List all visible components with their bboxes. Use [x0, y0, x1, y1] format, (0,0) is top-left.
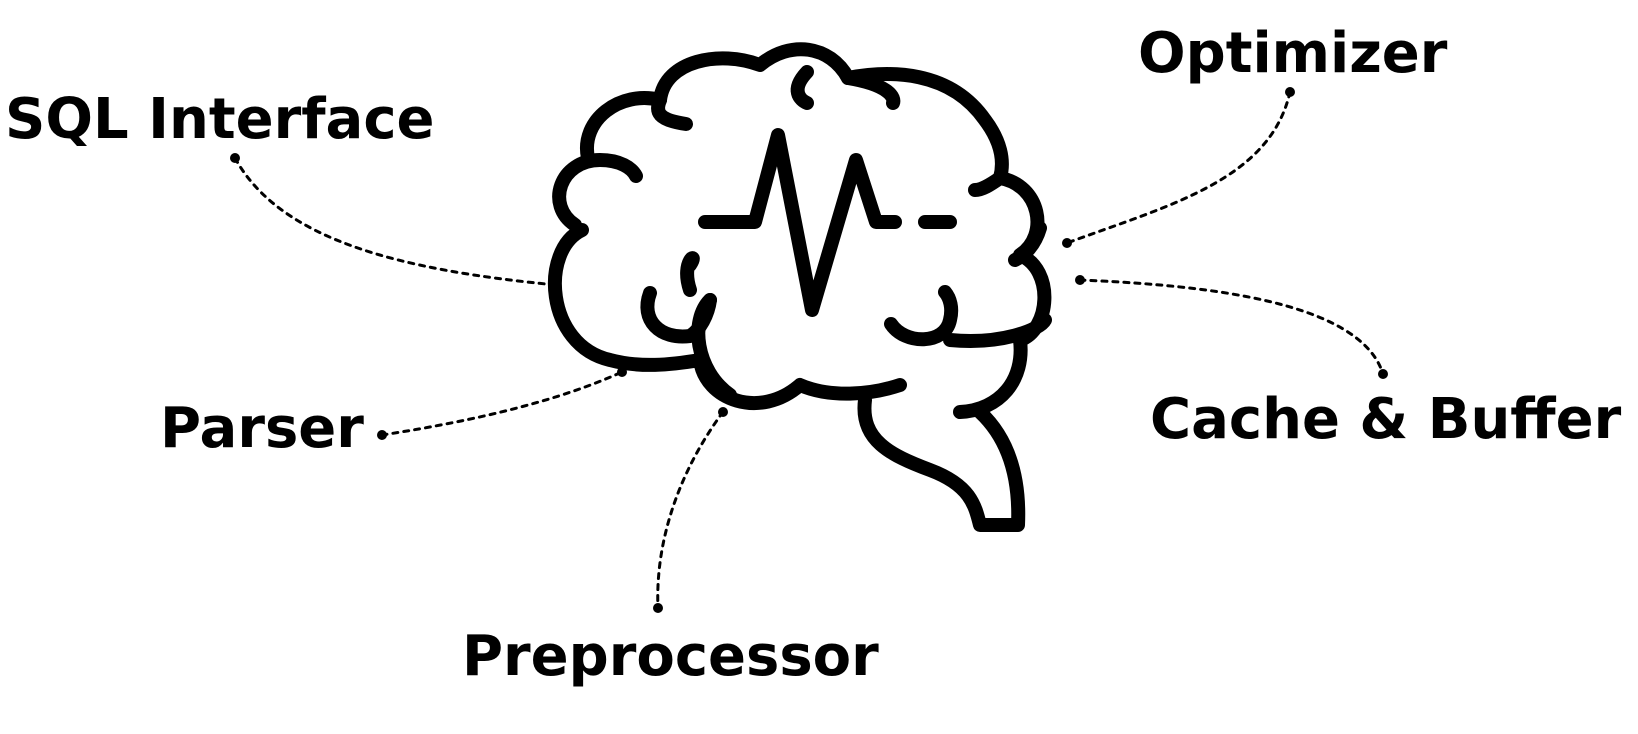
brain-lobe-top-right [841, 71, 901, 110]
brain-lobe-lower-right [943, 313, 1052, 348]
brain-lobe-bottom-right [884, 285, 959, 347]
brain-stem [857, 393, 1026, 532]
brain-lobe-right-lower [1008, 221, 1047, 267]
brain-lobe-top-left [651, 93, 693, 131]
brain-pulse-icon [547, 42, 1052, 532]
connector-cache-buffer [1075, 275, 1388, 379]
brain-lobe-top-center [790, 65, 814, 110]
connector-preprocessor [653, 407, 728, 613]
brain-pulse-line [698, 128, 957, 317]
label-sql-interface: SQL Interface [5, 87, 435, 152]
label-optimizer: Optimizer [1138, 21, 1448, 86]
label-parser: Parser [160, 396, 364, 461]
brain-lobe-right [968, 171, 1007, 197]
connector-sql-interface [230, 153, 561, 290]
label-preprocessor: Preprocessor [462, 624, 879, 689]
connector-optimizer [1062, 87, 1295, 248]
label-cache-buffer: Cache & Buffer [1150, 387, 1622, 452]
connector-parser [377, 367, 627, 440]
brain-lobe-bottom-mid [691, 293, 737, 402]
